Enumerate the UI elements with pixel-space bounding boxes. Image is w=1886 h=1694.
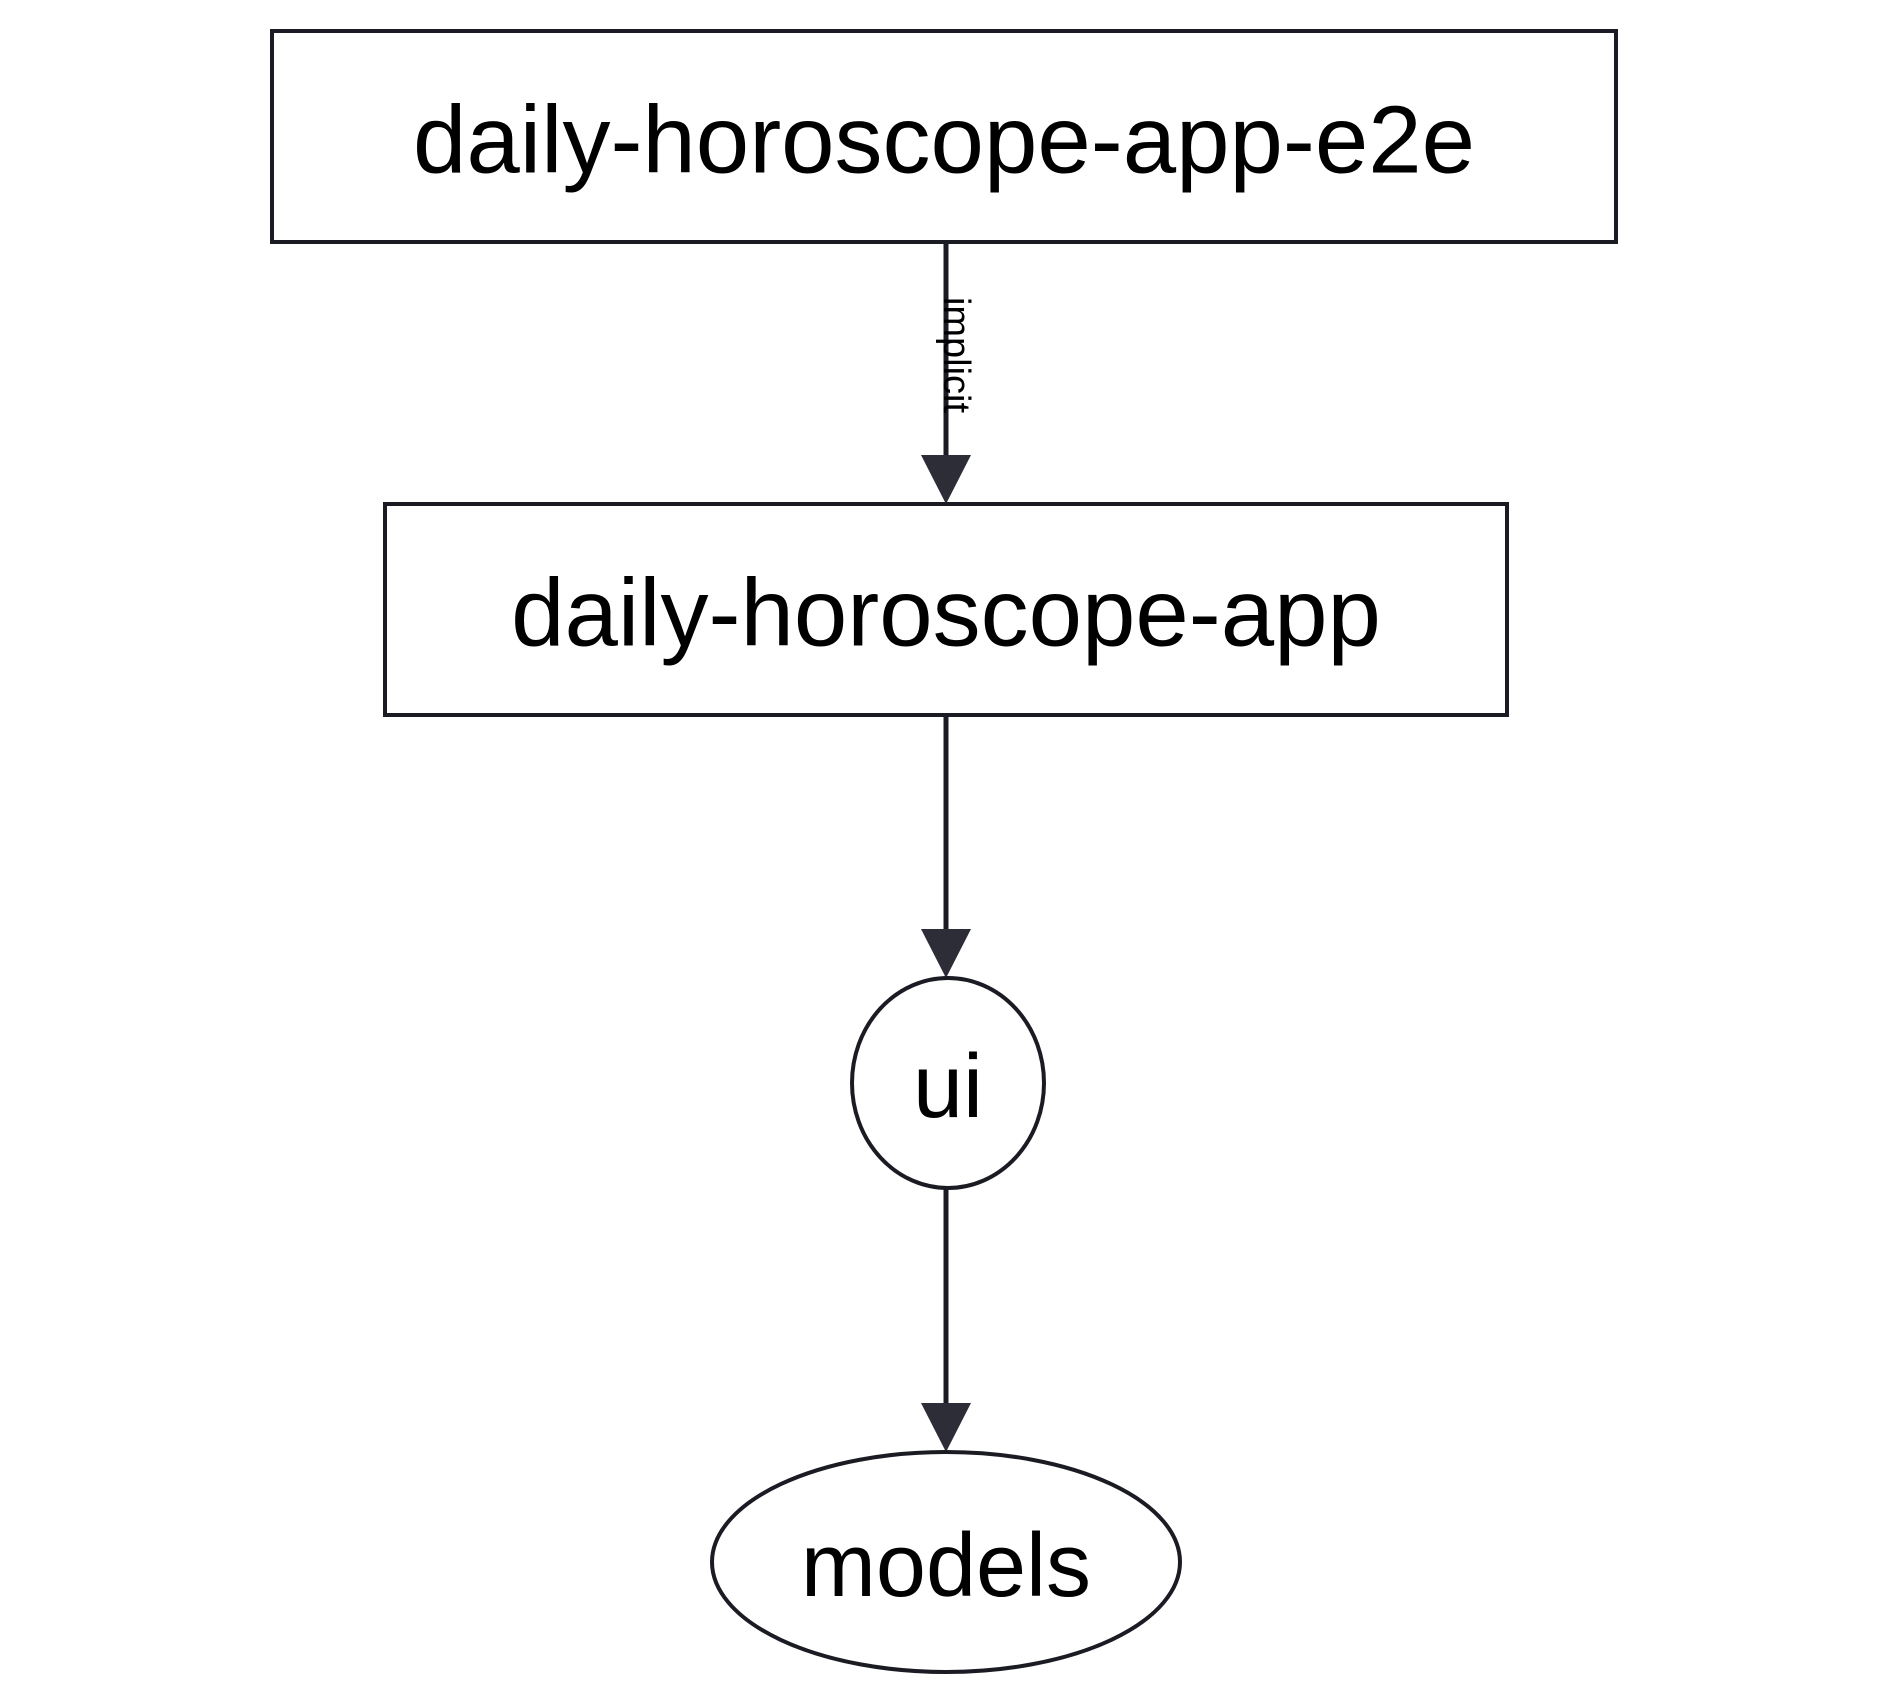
edge-ui-to-models[interactable] (921, 1188, 971, 1452)
edge-e2e-to-app[interactable]: implicit (921, 242, 977, 504)
node-label-ui: ui (913, 1037, 983, 1137)
node-label-models: models (801, 1516, 1091, 1616)
node-shape-rectangle-e2e (270, 29, 1618, 244)
node-label-daily-horoscope-app: daily-horoscope-app (511, 560, 1381, 667)
edge-label-implicit: implicit (935, 297, 977, 414)
arrowhead-icon-ui-to-models (921, 1403, 971, 1452)
node-daily-horoscope-app-e2e[interactable]: daily-horoscope-app-e2e (270, 29, 1618, 244)
node-models[interactable]: models (710, 1450, 1182, 1674)
node-label-daily-horoscope-app-e2e: daily-horoscope-app-e2e (413, 87, 1475, 194)
arrowhead-icon-app-to-ui (921, 929, 971, 978)
node-shape-ellipse-ui (850, 976, 1046, 1190)
node-shape-ellipse-models (710, 1450, 1182, 1674)
arrowhead-icon-e2e-to-app (921, 455, 971, 504)
edge-app-to-ui[interactable] (921, 715, 971, 978)
node-ui[interactable]: ui (850, 976, 1046, 1190)
node-shape-rectangle-app (383, 502, 1509, 717)
node-daily-horoscope-app[interactable]: daily-horoscope-app (383, 502, 1509, 717)
